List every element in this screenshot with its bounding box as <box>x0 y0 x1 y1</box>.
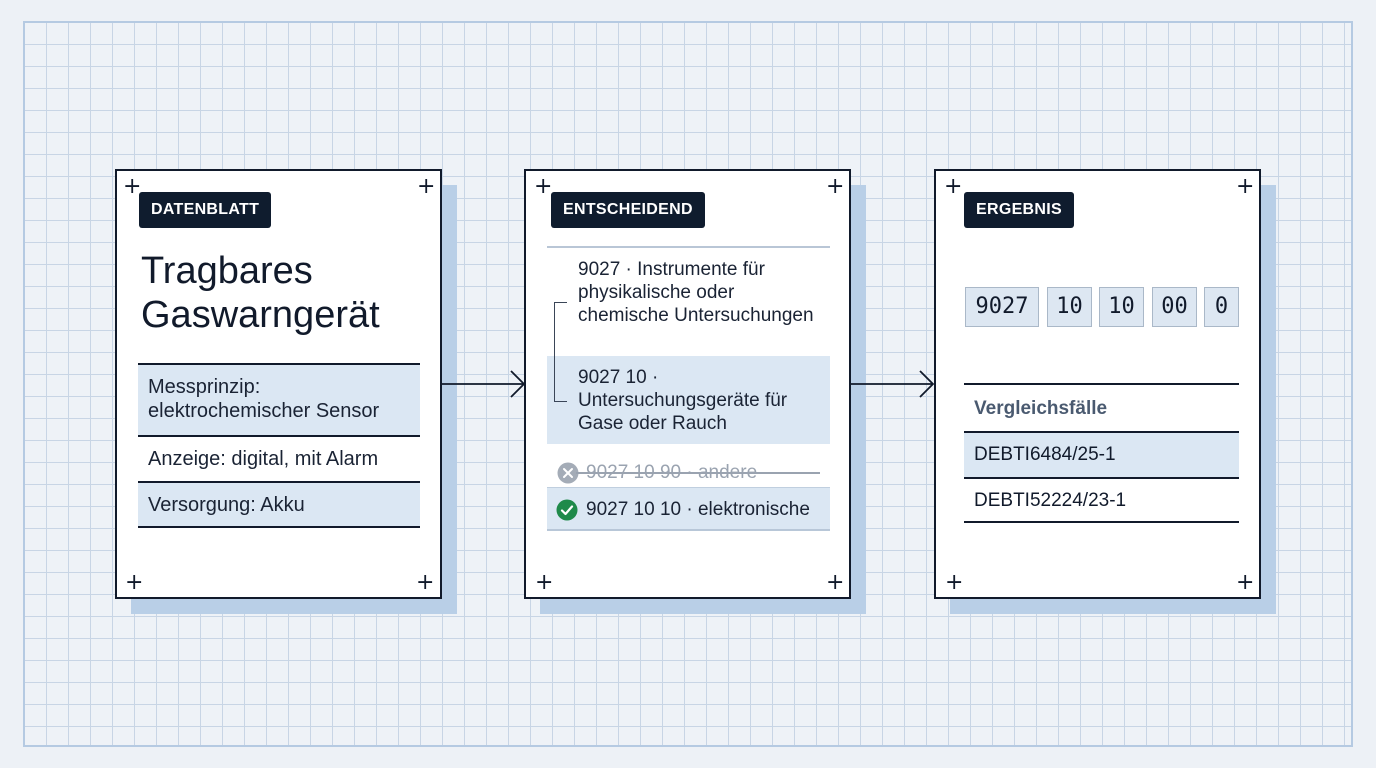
corner-plus-icon: + <box>826 174 845 199</box>
property-measuring-principle: Messprinzip: elektrochemischer Sensor <box>138 363 420 435</box>
excluded-option: 9027 10 90 · andere <box>547 455 830 491</box>
code-segment-cn: 10 <box>1099 287 1144 327</box>
arrow-right-icon <box>442 370 526 398</box>
corner-plus-icon: + <box>534 174 553 199</box>
corner-plus-icon: + <box>1236 570 1255 595</box>
corner-plus-icon: + <box>123 174 142 199</box>
selected-option: 9027 10 10 · elektronische <box>547 487 830 531</box>
result-card: + + + + ERGEBNIS 9027 10 10 00 0 Verglei… <box>934 169 1261 599</box>
reference-cases: Vergleichsfälle DEBTI6484/25-1 DEBTI5222… <box>964 383 1239 523</box>
datasheet-tag: DATENBLATT <box>139 192 272 228</box>
subheading-node: 9027 10 · Untersuchungsgeräte für Gase o… <box>547 356 830 444</box>
reference-cases-heading: Vergleichsfälle <box>964 383 1239 431</box>
code-segment-taric: 00 <box>1152 287 1197 327</box>
decisive-card: + + + + ENTSCHEIDEND 9027 · Instrumente … <box>524 169 851 599</box>
property-power-supply: Versorgung: Akku <box>138 481 420 528</box>
code-segment-subheading: 10 <box>1047 287 1092 327</box>
reference-case-item: DEBTI6484/25-1 <box>964 431 1239 477</box>
heading-node: 9027 · Instrumente für physikalische ode… <box>578 259 814 326</box>
code-segment-additional: 0 <box>1204 287 1239 327</box>
hierarchy-bracket <box>554 302 567 402</box>
reference-case-item: DEBTI52224/23-1 <box>964 477 1239 523</box>
product-title: Tragbares Gaswarngerät <box>141 250 380 336</box>
check-circle-icon <box>556 499 578 521</box>
x-circle-icon <box>557 462 579 484</box>
corner-plus-icon: + <box>826 570 845 595</box>
corner-plus-icon: + <box>1236 174 1255 199</box>
selected-option-label: 9027 10 10 · elektronische <box>586 499 810 520</box>
result-tag: ERGEBNIS <box>964 192 1074 228</box>
datasheet-card: + + + + DATENBLATT Tragbares Gaswarngerä… <box>115 169 442 599</box>
property-display: Anzeige: digital, mit Alarm <box>138 435 420 481</box>
corner-plus-icon: + <box>417 174 436 199</box>
corner-plus-icon: + <box>535 570 554 595</box>
divider <box>547 246 830 248</box>
corner-plus-icon: + <box>945 570 964 595</box>
decisive-tag: ENTSCHEIDEND <box>551 192 705 228</box>
corner-plus-icon: + <box>416 570 435 595</box>
arrow-right-icon <box>851 370 935 398</box>
strikethrough-line <box>576 472 820 474</box>
property-list: Messprinzip: elektrochemischer Sensor An… <box>138 363 420 528</box>
code-segment-chapter: 9027 <box>965 287 1039 327</box>
corner-plus-icon: + <box>944 174 963 199</box>
corner-plus-icon: + <box>125 570 144 595</box>
